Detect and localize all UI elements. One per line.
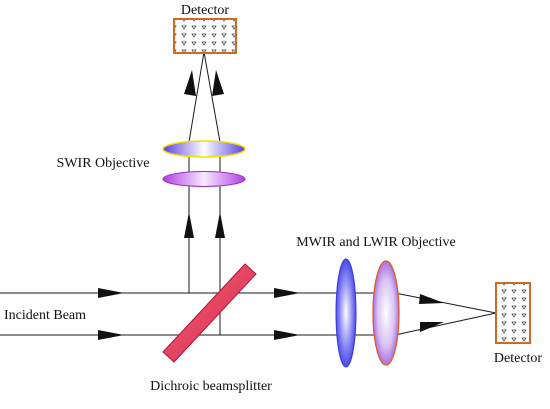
swir-lens-bottom — [162, 171, 246, 187]
label-detector-top: Detector — [181, 3, 230, 18]
label-mwir-lwir-objective: MWIR and LWIR Objective — [296, 235, 456, 250]
swir-lens-top — [162, 140, 246, 158]
label-swir-objective: SWIR Objective — [57, 156, 150, 171]
mwir-lens-rear — [372, 260, 400, 366]
arrow-converge-upper — [419, 294, 444, 304]
arrow-vertical-right — [215, 212, 225, 238]
detector-right-box — [495, 282, 531, 344]
arrow-incident-upper-1 — [98, 288, 124, 298]
arrow-vertical-left — [184, 212, 194, 238]
ray-paths — [0, 51, 497, 336]
converge-ray-upper — [394, 292, 497, 314]
label-dichroic-beamsplitter: Dichroic beamsplitter — [150, 379, 272, 394]
label-detector-right: Detector — [494, 351, 543, 366]
arrow-converge-lower — [420, 322, 444, 332]
detector-top-box — [173, 18, 237, 54]
mwir-lens-front — [335, 258, 357, 368]
dichroic-beamsplitter — [162, 263, 257, 363]
arrow-swir-left — [184, 70, 196, 96]
arrow-incident-lower-1 — [98, 330, 124, 340]
arrow-incident-lower-2 — [274, 330, 300, 340]
arrow-incident-upper-2 — [274, 288, 300, 298]
label-incident-beam: Incident Beam — [4, 308, 86, 323]
arrow-swir-right — [212, 70, 224, 96]
arrowheads — [98, 70, 444, 340]
converge-ray-lower — [394, 312, 497, 336]
swir-converge-left — [188, 51, 205, 143]
swir-converge-right — [203, 51, 221, 143]
